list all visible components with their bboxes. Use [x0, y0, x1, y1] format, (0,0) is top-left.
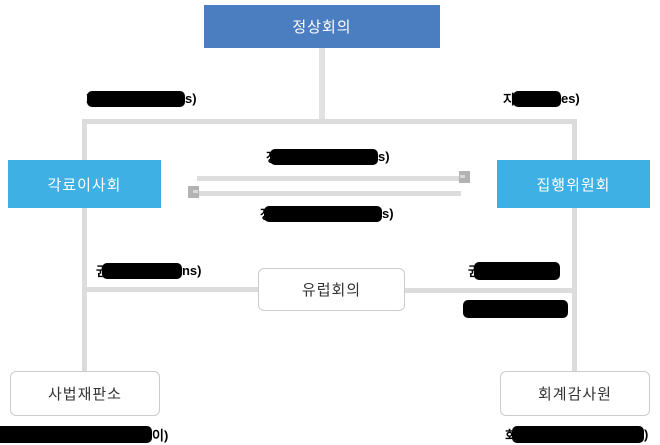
edge-label-left-middle: 권 ns) [96, 262, 201, 279]
edge-label-top-right: 지 es) [503, 90, 580, 107]
connector-main-horizontal [82, 119, 577, 124]
node-court-of-justice-label: 사법재판소 [47, 386, 122, 403]
redaction-bar [263, 205, 382, 222]
edge-label-top-left: 지 s) [86, 90, 197, 107]
node-court-of-justice: 사법재판소 [10, 371, 160, 416]
label-tail: ns) [181, 263, 202, 278]
node-summit-label: 정상회의 [292, 19, 352, 36]
node-council: 각료이사회 [8, 160, 161, 208]
label-head: 회 [505, 428, 517, 443]
connector-left-vertical-upper [82, 119, 87, 161]
arrow-left-line [199, 191, 461, 196]
redaction-bar [101, 262, 182, 279]
label-tail: ) [643, 427, 649, 442]
arrow-right-line [197, 176, 459, 181]
node-european-council: 유럽회의 [258, 268, 405, 311]
redaction-bar [269, 148, 378, 165]
node-court-of-auditors: 회계감사원 [500, 371, 650, 416]
node-european-council-label: 유럽회의 [301, 282, 362, 299]
node-summit: 정상회의 [204, 5, 440, 48]
edge-label-right-middle-top: 권 [468, 261, 560, 280]
redaction-bar [463, 299, 568, 318]
label-tail: es) [560, 91, 580, 106]
node-commission: 집행위원회 [497, 160, 650, 208]
arrow-left-head-icon [188, 186, 199, 198]
redaction-bar [473, 261, 560, 280]
redaction-bar [0, 426, 152, 443]
label-tail: s) [377, 149, 390, 164]
redaction-bar [511, 426, 644, 443]
node-court-of-auditors-label: 회계감사원 [537, 386, 612, 403]
connector-mid-horizontal-left [84, 287, 258, 292]
label-head: 지 [503, 92, 515, 107]
edge-label-bottom-left: 이) [0, 426, 168, 443]
arrow-notch [193, 190, 198, 193]
label-tail: 이) [152, 428, 169, 443]
arrow-right-head-icon [459, 171, 470, 183]
redaction-bar [86, 90, 185, 107]
label-tail: s) [381, 206, 394, 221]
edge-label-bottom-right: 회 ) [505, 426, 648, 443]
connector-mid-horizontal-right [405, 288, 575, 293]
arrow-notch [460, 175, 465, 178]
redaction-bar [512, 90, 561, 107]
label-tail: s) [184, 91, 197, 106]
node-commission-label: 집행위원회 [536, 176, 611, 194]
connector-summit-stub [319, 48, 325, 122]
node-council-label: 각료이사회 [47, 176, 122, 194]
edge-label-right-middle-bottom [463, 299, 568, 318]
connector-right-vertical-upper [572, 119, 577, 161]
edge-label-center-lower: 정 s) [260, 205, 394, 222]
edge-label-center-upper: 정 s) [266, 148, 390, 165]
